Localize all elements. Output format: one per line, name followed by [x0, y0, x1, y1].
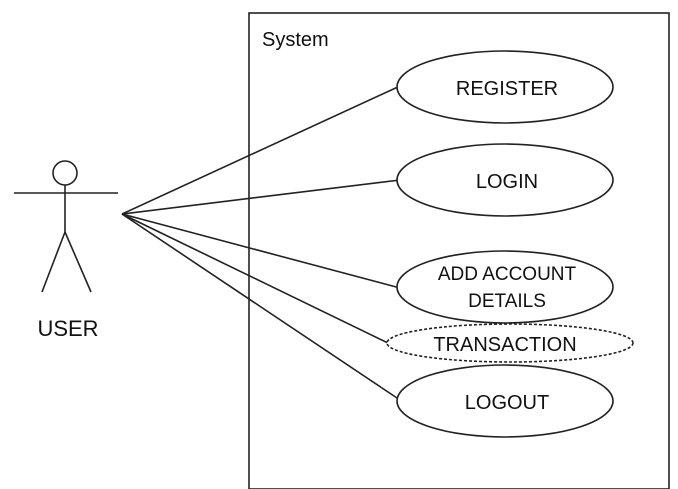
use-case-label-line-1: ADD ACCOUNT [438, 264, 577, 285]
use-case-label: REGISTER [456, 78, 558, 100]
actor-left-leg [41, 231, 66, 293]
use-case-ellipse [396, 143, 614, 217]
actor-right-leg [64, 231, 92, 293]
use-case-ellipse [386, 323, 634, 363]
system-label: System [262, 29, 329, 51]
use-case-transaction: TRANSACTION [386, 323, 634, 363]
association-add-account-details [121, 213, 401, 289]
associations [121, 85, 401, 401]
actor-label: USER [37, 316, 98, 341]
use-case-label-line-2: DETAILS [468, 291, 546, 312]
use-case-ellipse [396, 50, 614, 124]
use-case-add-account-details: ADD ACCOUNT DETAILS [396, 250, 614, 324]
use-case-label: LOGIN [476, 171, 538, 193]
use-case-label: TRANSACTION [433, 334, 576, 356]
use-case-logout: LOGOUT [396, 364, 614, 438]
association-transaction [121, 213, 391, 345]
system-boundary [248, 12, 670, 489]
use-case-ellipse [396, 250, 614, 324]
use-case-login: LOGIN [396, 143, 614, 217]
use-case-ellipse [396, 364, 614, 438]
actor-head [52, 160, 78, 186]
association-logout [121, 213, 401, 401]
association-register [121, 85, 401, 215]
use-case-register: REGISTER [396, 50, 614, 124]
actor-user: USER [14, 160, 118, 341]
association-login [121, 179, 401, 215]
use-case-label: LOGOUT [465, 392, 549, 414]
